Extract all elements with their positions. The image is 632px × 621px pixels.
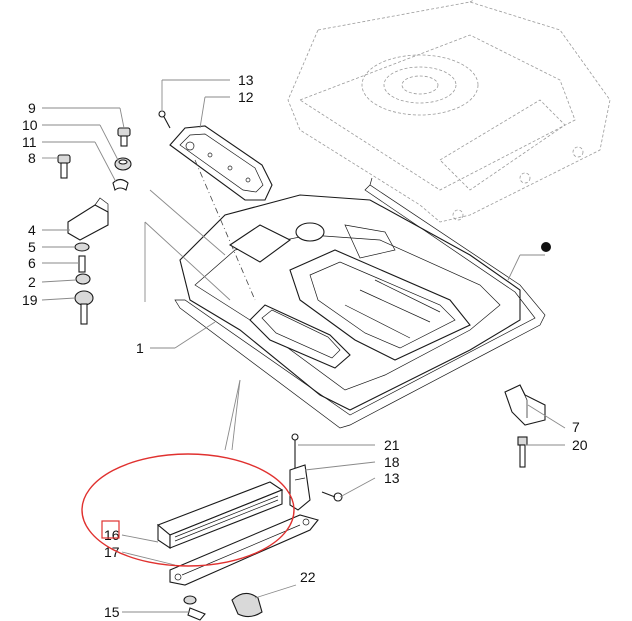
callout-8: 8 [28, 150, 36, 166]
screw-top [158, 110, 171, 129]
callout-7: 7 [572, 419, 580, 435]
seal-frame [174, 177, 551, 429]
roof-liner-panel [179, 194, 521, 411]
callout-16: 16 [104, 527, 120, 543]
callout-4: 4 [28, 222, 36, 238]
callout-9: 9 [28, 100, 36, 116]
reference-dot [541, 242, 551, 252]
right-bracket-hardware [504, 384, 546, 468]
callout-17: 17 [104, 544, 120, 560]
callout-21: 21 [384, 437, 400, 453]
highlight-ellipse [81, 453, 295, 567]
left-hardware [57, 127, 132, 325]
cover-plate [169, 125, 273, 201]
callout-12: 12 [238, 89, 254, 105]
callout-5: 5 [28, 239, 36, 255]
callout-1: 1 [136, 340, 144, 356]
callout-10: 10 [22, 117, 38, 133]
leader-lines [41, 79, 566, 613]
callout-19: 19 [22, 292, 38, 308]
callout-22: 22 [300, 569, 316, 585]
highlight-box [101, 520, 120, 539]
callout-15: 15 [104, 604, 120, 620]
callout-6: 6 [28, 255, 36, 271]
callout-numbers: 9 10 11 8 4 5 6 2 19 1 13 12 21 18 13 7 … [22, 72, 588, 620]
callout-20: 20 [572, 437, 588, 453]
ghost-cab-roof [287, 0, 611, 223]
callout-13-bottom: 13 [384, 470, 400, 486]
lower-assembly [156, 433, 343, 621]
callout-2: 2 [28, 274, 36, 290]
highlight-annotation [81, 453, 295, 567]
callout-18: 18 [384, 454, 400, 470]
callout-11: 11 [22, 134, 37, 150]
callout-13-top: 13 [238, 72, 254, 88]
